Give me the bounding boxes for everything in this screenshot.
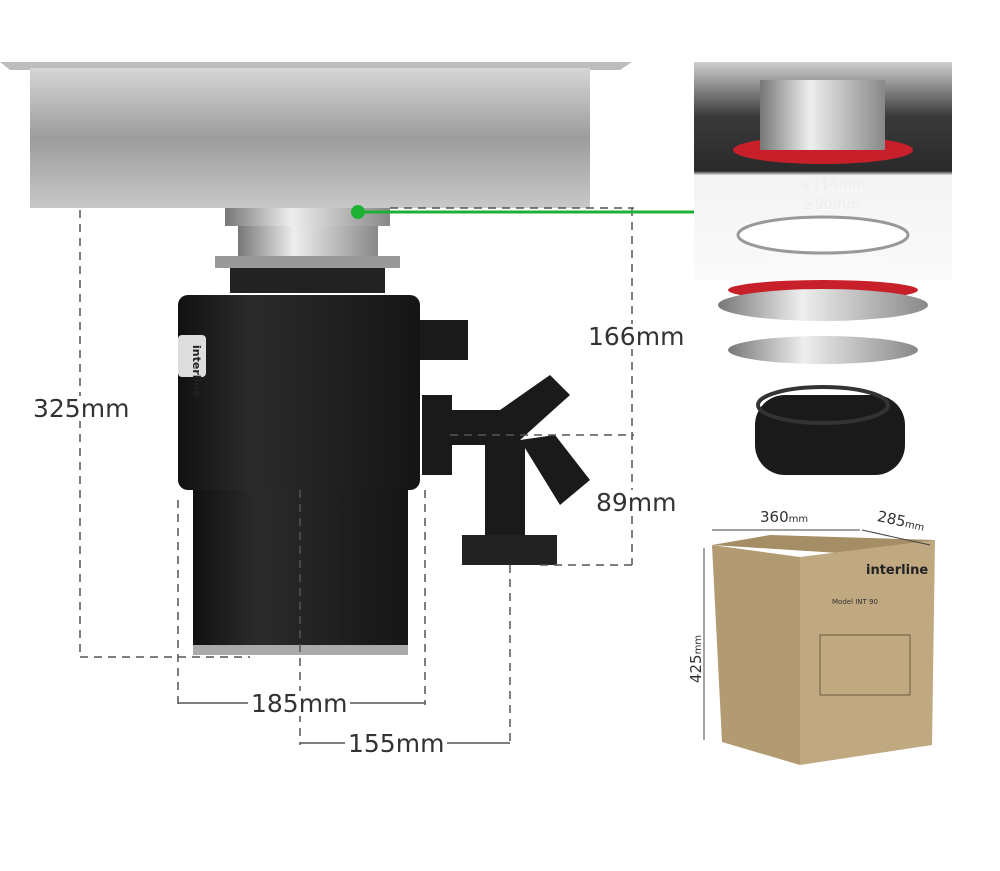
box-height-label: 425mm [687,634,706,684]
outlet-offset-label: 155mm [345,731,448,756]
package-box [703,529,935,765]
mount-assembly [215,208,400,293]
total-height-label: 325mm [30,396,133,421]
inset-photo [694,62,952,475]
body-width-label: 185mm [248,691,351,716]
box-width-label: 360mm [760,508,809,526]
box-model: Model INT 90 [832,598,878,606]
box-brand: interline [866,563,929,578]
connector-line [351,205,694,219]
product-brand-label: interline [190,345,203,398]
upper-height-label: 166mm [585,324,688,349]
sink [0,62,632,208]
min-hole-label: ≥90mm [803,197,860,213]
max-flange-label: ≤114mm [800,177,866,193]
outlet-height-label: 89mm [593,490,680,515]
disposer-body [178,295,590,655]
